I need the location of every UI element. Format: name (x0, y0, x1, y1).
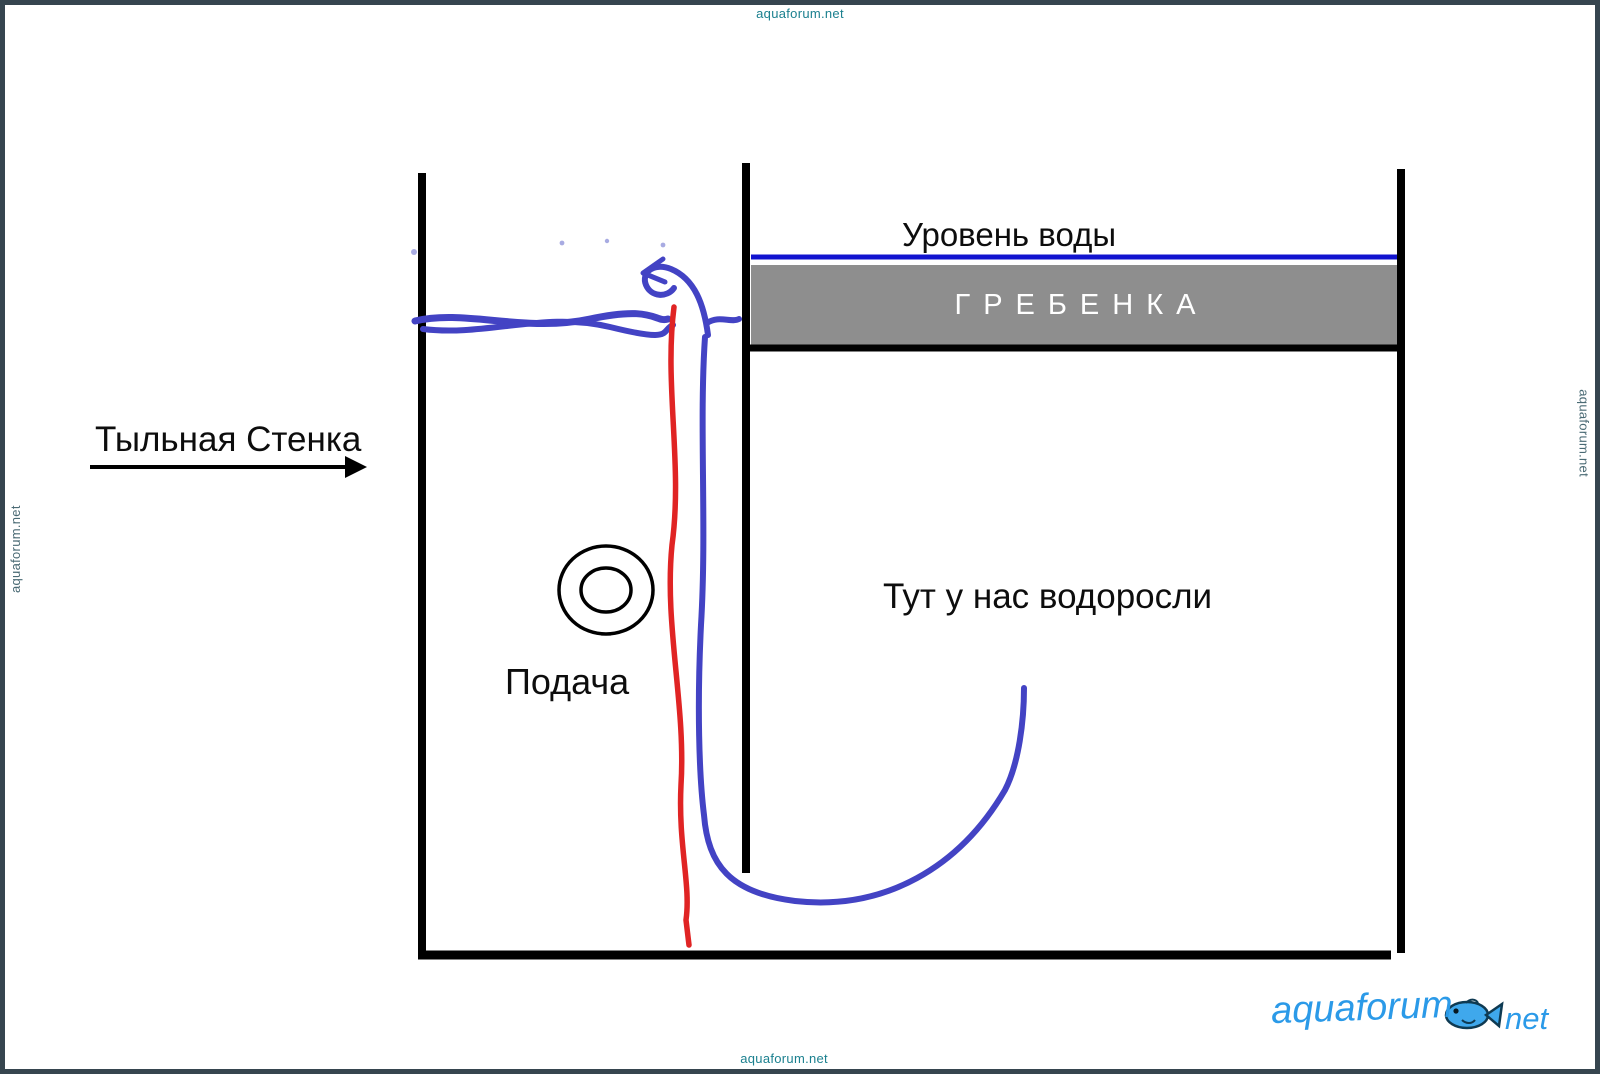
comb-label: ГРЕБЕНКА (954, 288, 1209, 321)
logo-aquaforum-text: aquaforum (1270, 983, 1454, 1033)
logo-net-text: net (1505, 1001, 1549, 1036)
supply-label: Подача (505, 661, 630, 702)
comb-rect (751, 265, 1399, 345)
pump-inner-circle (579, 566, 633, 614)
flow-surface-scribble-2 (420, 318, 676, 338)
splash-speck (660, 242, 666, 248)
pump-outer-circle (557, 544, 655, 636)
flow-over-wall (704, 316, 742, 326)
fish-icon (1444, 998, 1504, 1030)
diagram-canvas (90, 163, 1504, 1030)
splash-speck (559, 240, 565, 246)
supply-tube-line (667, 304, 692, 948)
water-level-label: Уровень воды (902, 216, 1117, 253)
back-wall-arrow-head (345, 456, 367, 478)
flow-downpipe-curve (695, 334, 1027, 906)
flow-swirl-arrowtip (640, 256, 668, 285)
back-wall-label: Тыльная Стенка (95, 420, 362, 459)
splash-speck (604, 238, 610, 244)
splash-speck (411, 249, 417, 255)
algae-label: Тут у нас водоросли (883, 577, 1213, 616)
watermark-bottom: aquaforum.net (740, 1051, 828, 1066)
watermark-top: aquaforum.net (756, 6, 844, 21)
